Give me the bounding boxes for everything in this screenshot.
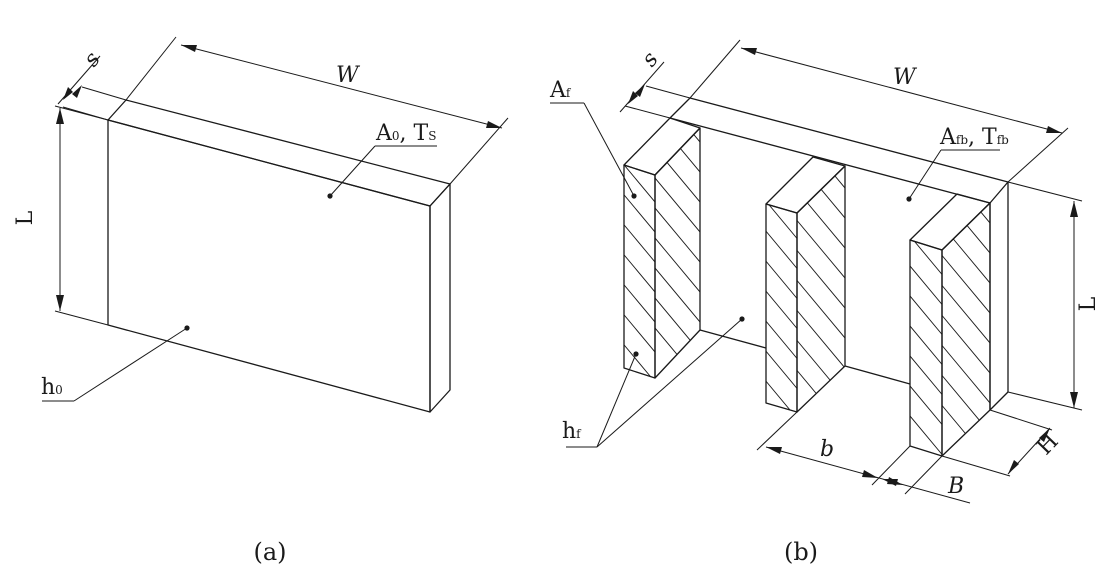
fin-3 xyxy=(909,193,991,457)
dim-w-b-label: W xyxy=(893,65,918,90)
area-leader-a: A0, TS xyxy=(327,121,437,199)
dim-h-b: H xyxy=(941,409,1064,477)
dim-b-small-label: b xyxy=(820,437,834,462)
dim-b-big-label: B xyxy=(947,474,964,499)
plate-a xyxy=(107,99,451,413)
dim-h-b-label: H xyxy=(1032,429,1063,460)
h-leader-a: h0 xyxy=(41,325,190,402)
plate-a-top-face xyxy=(107,99,451,207)
h-leader-b: hf xyxy=(562,316,745,448)
plate-a-side-face xyxy=(429,183,451,413)
panel-a: W s L A0, TS xyxy=(13,36,509,566)
dim-b-b: b B xyxy=(756,411,971,504)
area-label-a: A0, TS xyxy=(375,121,436,146)
dim-w-b: W xyxy=(689,39,1069,183)
dim-s-b: s xyxy=(619,47,691,119)
dim-w-a-label: W xyxy=(336,63,361,88)
fin-1 xyxy=(623,117,701,379)
af-leader-b: Af xyxy=(549,78,637,199)
dim-l-b-label: L xyxy=(1076,296,1100,311)
area-label-b: Afb, Tfb xyxy=(939,125,1009,150)
dim-s-a-label: s xyxy=(79,47,106,71)
dim-l-b: L xyxy=(1007,181,1100,411)
caption-a: (a) xyxy=(253,538,286,566)
area-leader-b: Afb, Tfb xyxy=(906,125,1009,202)
dim-l-a: L xyxy=(13,105,109,326)
panel-b: W s L H xyxy=(549,39,1100,566)
dim-s-b-label: s xyxy=(637,47,664,71)
fin-1-top xyxy=(623,117,701,176)
h-label-b: hf xyxy=(562,419,582,444)
caption-b: (b) xyxy=(784,538,818,566)
dim-w-a: W xyxy=(125,36,509,185)
fin-2 xyxy=(765,156,846,413)
dim-l-a-label: L xyxy=(13,210,38,225)
plate-a-front-face xyxy=(107,119,431,413)
af-label: Af xyxy=(549,78,572,103)
h-label-a: h0 xyxy=(41,375,63,400)
